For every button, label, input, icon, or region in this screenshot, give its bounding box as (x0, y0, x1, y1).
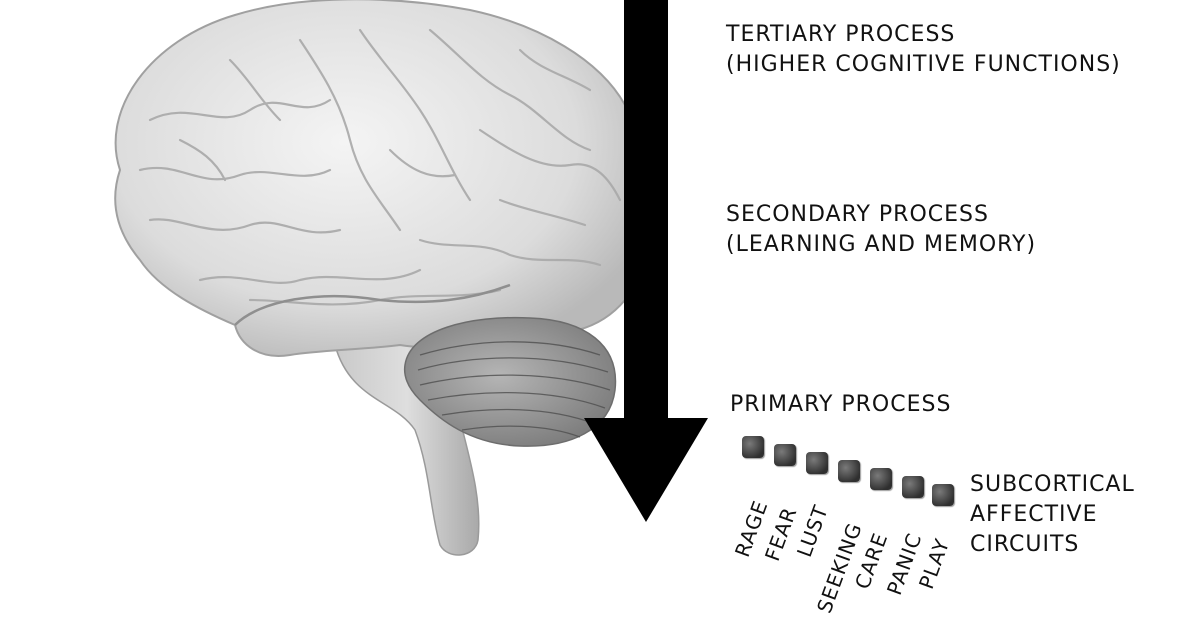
tertiary-subtitle: (HIGHER COGNITIVE FUNCTIONS) (726, 52, 1121, 77)
subcortical-circuits-label: SUBCORTICAL AFFECTIVE CIRCUITS (970, 470, 1135, 560)
cerebrum (114, 0, 626, 357)
tertiary-title: TERTIARY PROCESS (726, 22, 956, 47)
primary-process-label: PRIMARY PROCESS (730, 392, 952, 417)
circuit-box-lust (806, 452, 828, 474)
circuit-box-play (932, 484, 954, 506)
subcortical-line1: SUBCORTICAL (970, 472, 1135, 497)
secondary-title: SECONDARY PROCESS (726, 202, 989, 227)
circuit-box-care (870, 468, 892, 490)
circuit-box-rage (742, 436, 764, 458)
subcortical-line2: AFFECTIVE (970, 502, 1098, 527)
circuit-box-seeking (838, 460, 860, 482)
secondary-process-label: SECONDARY PROCESS (LEARNING AND MEMORY) (726, 200, 1036, 260)
down-arrow-icon (584, 0, 708, 522)
circuit-box-panic (902, 476, 924, 498)
circuit-box-fear (774, 444, 796, 466)
cerebellum (403, 316, 617, 447)
subcortical-line3: CIRCUITS (970, 532, 1080, 557)
tertiary-process-label: TERTIARY PROCESS (HIGHER COGNITIVE FUNCT… (726, 20, 1121, 80)
secondary-subtitle: (LEARNING AND MEMORY) (726, 232, 1037, 257)
